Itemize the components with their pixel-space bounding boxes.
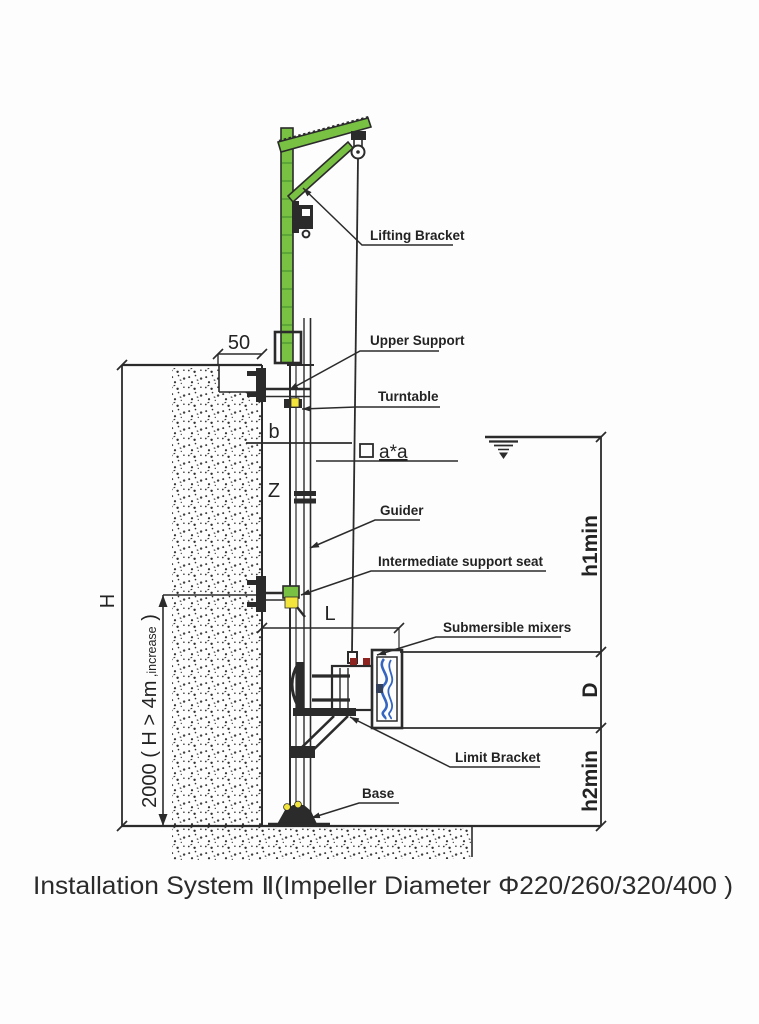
limit-bracket-assembly [291,708,356,758]
mast-holder-clamp [273,330,303,365]
water-level-symbol [485,435,601,459]
leader-intermediate-support [300,570,546,596]
intermediate-support-assembly [247,576,306,618]
rail-joint-clamp [294,491,316,496]
propeller [376,658,394,720]
jib-brace [286,140,355,204]
l-dimension: L [256,603,405,650]
bolt [363,658,370,665]
dim-50: 50 [228,332,250,354]
label-limit-bracket: Limit Bracket [455,750,541,765]
leader-limit-bracket [349,716,540,768]
label-base: Base [362,786,395,801]
dim-z: Z [268,480,280,502]
right-dimension-chain: h1min D h2min [400,431,607,832]
leader-upper-support [288,350,439,391]
label-upper-support: Upper Support [370,333,465,348]
offset-50-dimension: 50 [212,332,268,365]
label-guider: Guider [380,503,424,518]
callout-labels: Lifting Bracket Upper Support Turntable … [362,228,571,801]
leader-submersible-mixers [376,636,561,656]
dim-wall-note: 2000 ( H > 4m ,increase ) [139,614,161,808]
dim-section: a*a [379,442,408,463]
label-turntable: Turntable [378,389,439,404]
misc-dimensions: b Z a*a L [256,421,458,650]
dim-d: D [579,682,602,697]
concrete-floor [262,828,472,859]
label-lifting-bracket: Lifting Bracket [370,228,465,243]
leader-lifting-bracket [302,187,453,246]
h-dimension: H [97,359,128,832]
label-submersible-mixers: Submersible mixers [443,620,571,635]
dim-b: b [268,421,279,443]
leader-base [310,802,399,819]
winch-icon [292,201,313,239]
callout-leaders [288,187,561,819]
mixer-shroud [370,648,404,730]
pulley-icon [350,131,366,160]
upper-support-assembly [246,368,352,444]
dim-h: H [97,594,119,608]
label-intermediate-support-seat: Intermediate support seat [378,554,544,569]
leader-guider [309,519,420,549]
mixer-motor [330,664,374,712]
dim-l: L [324,603,335,625]
base-assembly [268,800,330,827]
guide-rail [287,318,316,821]
bolt [350,658,357,665]
dim-h2min: h2min [579,750,602,812]
square-symbol [359,443,374,458]
dim-h1min: h1min [579,515,602,577]
wall-height-note-dimension: 2000 ( H > 4m ,increase ) [139,594,262,826]
concrete-wall [122,363,473,860]
square-section-label: a*a [316,442,458,463]
diagram-title: Installation System Ⅱ(Impeller Diameter … [33,872,733,900]
leader-turntable [301,405,440,412]
